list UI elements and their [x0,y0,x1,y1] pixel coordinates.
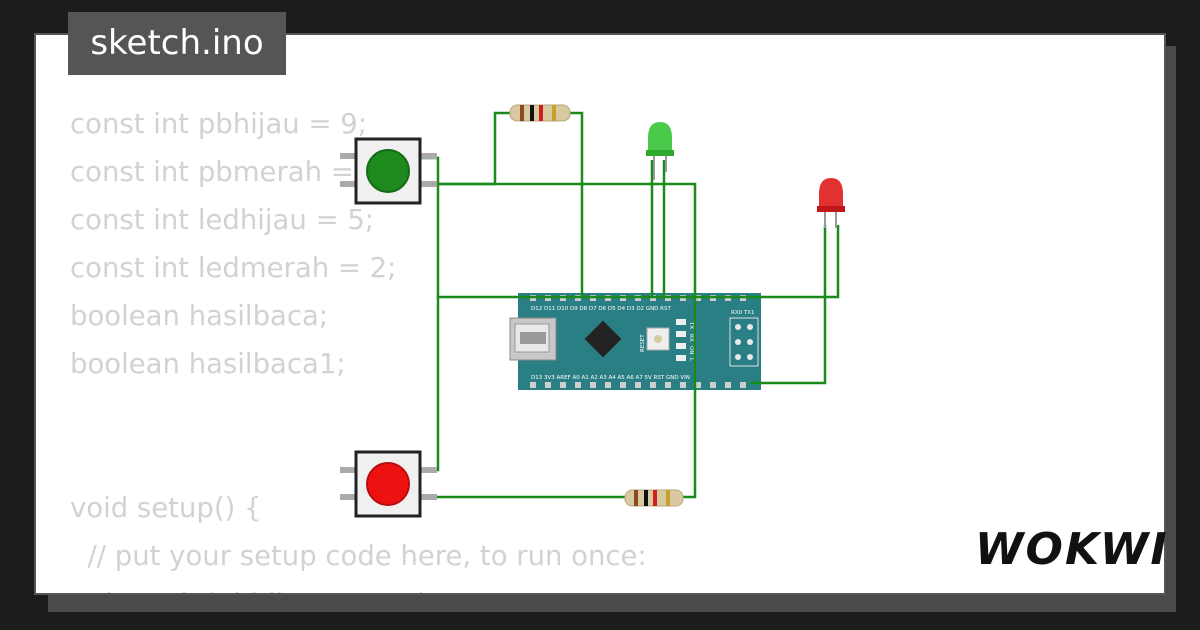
rx-label: RX [688,334,694,342]
l-label: L [688,358,694,362]
reset-label: RESET [640,334,646,352]
bottom-pin-row[interactable] [530,382,746,388]
bottom-pin-labels: D13 3V3 AREF A0 A1 A2 A3 A4 A5 A6 A7 5V … [531,375,690,381]
arduino-nano[interactable]: D12 D11 D10 D9 D8 D7 D6 D5 D4 D3 D2 GND … [509,293,761,390]
code-line: pinMode(pbhijau, INPUT); [70,587,437,593]
code-line: const int ledmerah = 2; [70,252,397,284]
icsp-header [729,317,759,367]
code-line: const int pbhijau = 9; [70,108,368,140]
resistor-top[interactable] [509,104,571,122]
file-tab[interactable]: sketch.ino [68,12,286,75]
led-on [676,343,686,349]
wokwi-logo: WOKWI [975,524,1169,575]
code-line: const int ledhijau = 5; [70,204,375,236]
pushbutton-red[interactable] [340,450,437,518]
top-pin-labels: D12 D11 D10 D9 D8 D7 D6 D5 D4 D3 D2 GND … [531,306,671,312]
on-label: ON [688,346,694,354]
code-line: void setup() { [70,492,262,524]
code-line: boolean hasilbaca; [70,300,329,332]
resistor-bottom[interactable] [624,489,684,507]
led-tx [676,319,686,325]
led-rx [676,331,686,337]
led-l [676,355,686,361]
code-line: boolean hasilbaca1; [70,348,346,380]
led-green[interactable] [646,122,674,180]
led-red[interactable] [817,178,845,228]
pushbutton-green[interactable] [340,137,437,205]
wires [420,111,840,499]
board-body [518,293,761,390]
code-line: // put your setup code here, to run once… [70,540,647,572]
serial-label: RX0 TX1 [731,310,754,316]
microcontroller-chip [584,320,622,358]
code-line: const int pbmerah = 8; [70,156,390,188]
tx-label: TX [688,321,694,329]
